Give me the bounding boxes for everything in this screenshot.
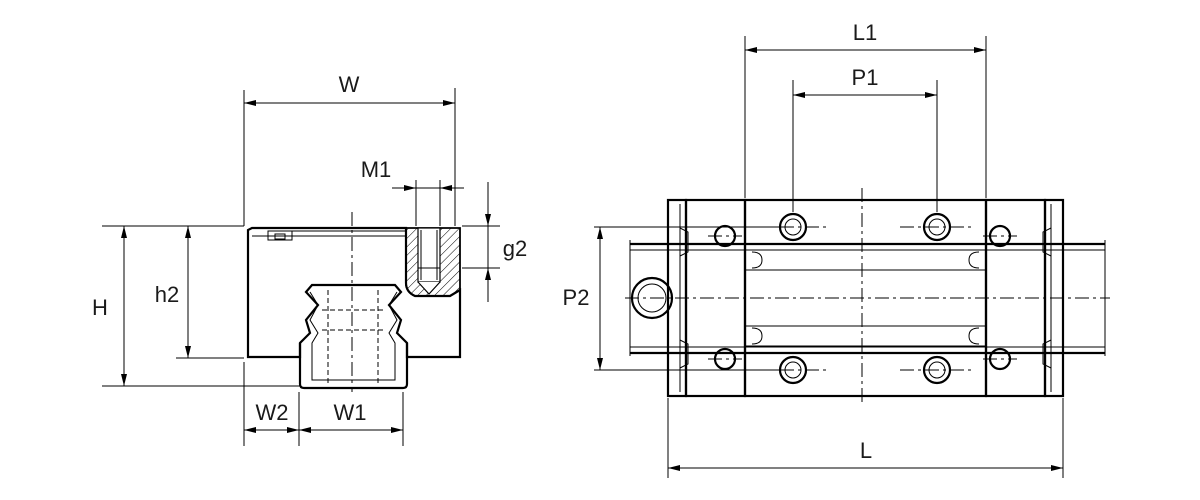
label-w2: W2 [256, 400, 289, 425]
label-w: W [339, 72, 360, 97]
label-w1: W1 [334, 400, 367, 425]
rail-profile-inner [309, 291, 398, 381]
top-view: L1 P1 P2 L [563, 20, 1110, 478]
seal-notch [267, 230, 293, 241]
seal-notch-inner [274, 233, 286, 240]
seal-hook-3 [1042, 227, 1052, 257]
label-h: H [92, 295, 108, 320]
label-m1: M1 [361, 157, 392, 182]
rail-outline [298, 343, 409, 390]
label-p1: P1 [852, 65, 879, 90]
retainer-clip-2 [968, 251, 980, 269]
label-l1: L1 [853, 20, 877, 45]
seal-hook-2 [679, 339, 689, 369]
label-g2: g2 [503, 236, 527, 261]
retainer-clip-4 [968, 327, 980, 345]
seal-hook-1 [679, 227, 689, 257]
seal-hook-4 [1042, 339, 1052, 369]
label-h2: h2 [155, 282, 179, 307]
tapped-hole-tip [417, 281, 441, 295]
label-l: L [860, 438, 872, 463]
retainer-clip-1 [751, 251, 763, 269]
retainer-clip-3 [751, 327, 763, 345]
front-view: W M1 g2 H h2 W2 W1 [92, 72, 527, 446]
label-p2: P2 [563, 285, 590, 310]
